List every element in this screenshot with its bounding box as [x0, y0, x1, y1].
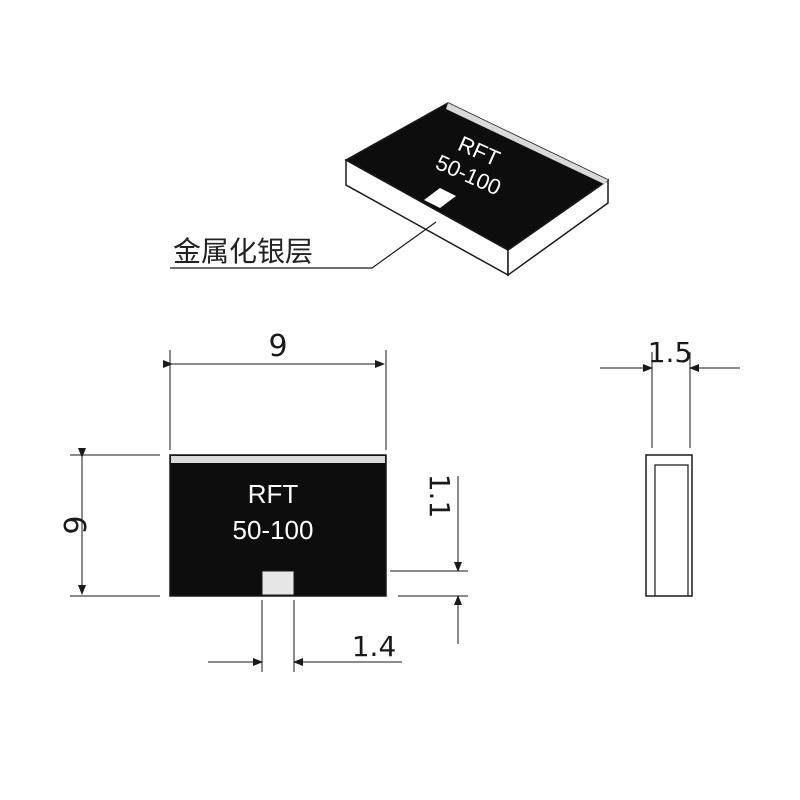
front-marking-line2: 50-100: [233, 515, 314, 545]
isometric-view: RFT 50-100 金属化银层: [170, 102, 610, 277]
callout-label: 金属化银层: [173, 235, 313, 268]
width-dimension-label: 9: [268, 329, 287, 364]
pad-height-dimension-label: 1.1: [423, 474, 456, 519]
side-view: 1.5: [600, 336, 740, 597]
callout-leader: [170, 221, 437, 269]
thickness-dimension-label: 1.5: [648, 336, 693, 369]
height-dimension-label: 6: [56, 515, 91, 534]
iso-pad: [424, 188, 456, 208]
front-pad: [261, 570, 295, 596]
side-body: [645, 454, 693, 597]
front-marking-line1: RFT: [248, 479, 299, 509]
front-metallization-strip: [171, 456, 385, 463]
iso-metallization-strip: [446, 103, 608, 184]
side-metallization: [654, 464, 689, 596]
front-view: RFT 50-100 9 6 1.4 1.1: [56, 329, 468, 672]
pad-width-dimension-label: 1.4: [352, 630, 397, 663]
